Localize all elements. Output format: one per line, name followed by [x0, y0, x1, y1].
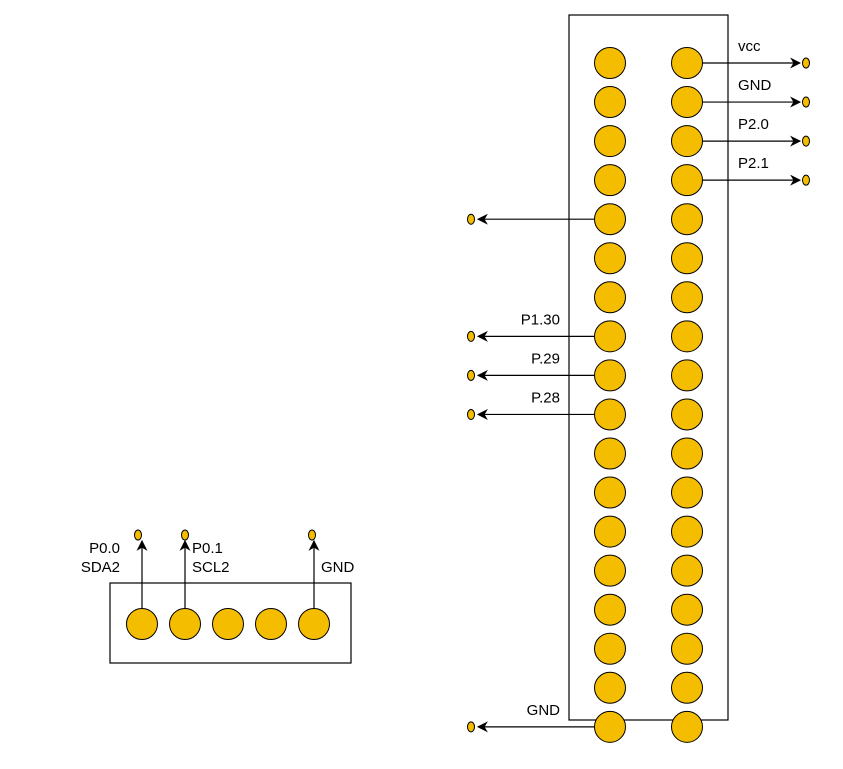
header-pin-r10-c2: [671, 398, 703, 431]
header-pin-r16-c2: [671, 632, 703, 665]
small-header-pin-3: [212, 608, 244, 640]
header-pin-r18-c1: [594, 710, 626, 743]
header-pin-r15-c2: [671, 593, 703, 626]
pin-label-small-pin-2-line-2: SCL2: [192, 559, 230, 576]
header-pin-r6-c1: [594, 242, 626, 275]
header-pin-r18-c2: [671, 710, 703, 743]
header-pin-r7-c1: [594, 281, 626, 314]
header-pin-r17-c1: [594, 671, 626, 704]
pin-label-left-row-9: P.29: [531, 350, 560, 367]
pin-label-left-row-8: P1.30: [521, 311, 560, 328]
header-pin-r5-c1: [594, 203, 626, 236]
pin-label-small-pin-1-line-1: P0.0: [89, 540, 120, 557]
pin-label-left-row-10: P.28: [531, 389, 560, 406]
header-pin-r9-c1: [594, 359, 626, 392]
main-header-outline: [568, 14, 729, 721]
header-pin-r8-c1: [594, 320, 626, 353]
header-pin-r4-c2: [671, 164, 703, 197]
header-pin-r4-c1: [594, 164, 626, 197]
header-pin-r9-c2: [671, 359, 703, 392]
terminal-right-row-2: [802, 96, 810, 108]
pin-label-small-pin-1-line-2: SDA2: [81, 559, 120, 576]
header-pin-r1-c2: [671, 47, 703, 79]
header-pin-r2-c1: [594, 86, 626, 119]
header-pin-r16-c1: [594, 632, 626, 665]
pin-label-right-row-3: P2.0: [738, 116, 769, 133]
pin-label-left-row-18: GND: [527, 702, 561, 719]
header-pin-r12-c2: [671, 476, 703, 509]
pin-label-right-row-4: P2.1: [738, 155, 769, 172]
small-header-pin-5: [298, 608, 330, 640]
header-pin-r2-c2: [671, 86, 703, 119]
header-pin-r11-c2: [671, 437, 703, 470]
terminal-left-row-10: [467, 408, 475, 420]
small-header-pin-2: [169, 608, 201, 640]
header-pin-r14-c2: [671, 554, 703, 587]
header-pin-r17-c2: [671, 671, 703, 704]
pin-label-right-row-2: GND: [738, 77, 772, 94]
header-pin-r7-c2: [671, 281, 703, 314]
header-pin-r14-c1: [594, 554, 626, 587]
header-pin-r10-c1: [594, 398, 626, 431]
header-pin-r5-c2: [671, 203, 703, 236]
header-pin-r13-c1: [594, 515, 626, 548]
terminal-small-pin-5: [308, 529, 316, 541]
small-header-outline: [109, 582, 352, 664]
header-pin-r8-c2: [671, 320, 703, 353]
small-header-pin-1: [126, 608, 158, 640]
small-header-pins: [126, 608, 330, 640]
main-header-pins: [594, 47, 703, 743]
terminal-right-row-4: [802, 174, 810, 186]
header-pin-r1-c1: [594, 47, 626, 79]
header-pin-r15-c1: [594, 593, 626, 626]
terminal-left-row-9: [467, 369, 475, 381]
terminal-small-pin-2: [181, 529, 189, 541]
terminal-small-pin-1: [134, 529, 142, 541]
terminal-left-row-18: [467, 721, 475, 733]
terminal-left-row-8: [467, 330, 475, 342]
small-header-pin-4: [255, 608, 287, 640]
pin-label-small-pin-2-line-1: P0.1: [192, 540, 223, 557]
pin-label-right-row-1: vcc: [738, 38, 761, 55]
header-pin-r13-c2: [671, 515, 703, 548]
header-pin-r6-c2: [671, 242, 703, 275]
terminal-left-row-5: [467, 213, 475, 225]
header-pin-r3-c2: [671, 125, 703, 158]
terminal-right-row-3: [802, 135, 810, 147]
header-pin-r12-c1: [594, 476, 626, 509]
header-pin-r3-c1: [594, 125, 626, 158]
pin-label-small-pin-5-line-1: GND: [321, 559, 355, 576]
terminal-right-row-1: [802, 57, 810, 69]
header-pin-r11-c1: [594, 437, 626, 470]
